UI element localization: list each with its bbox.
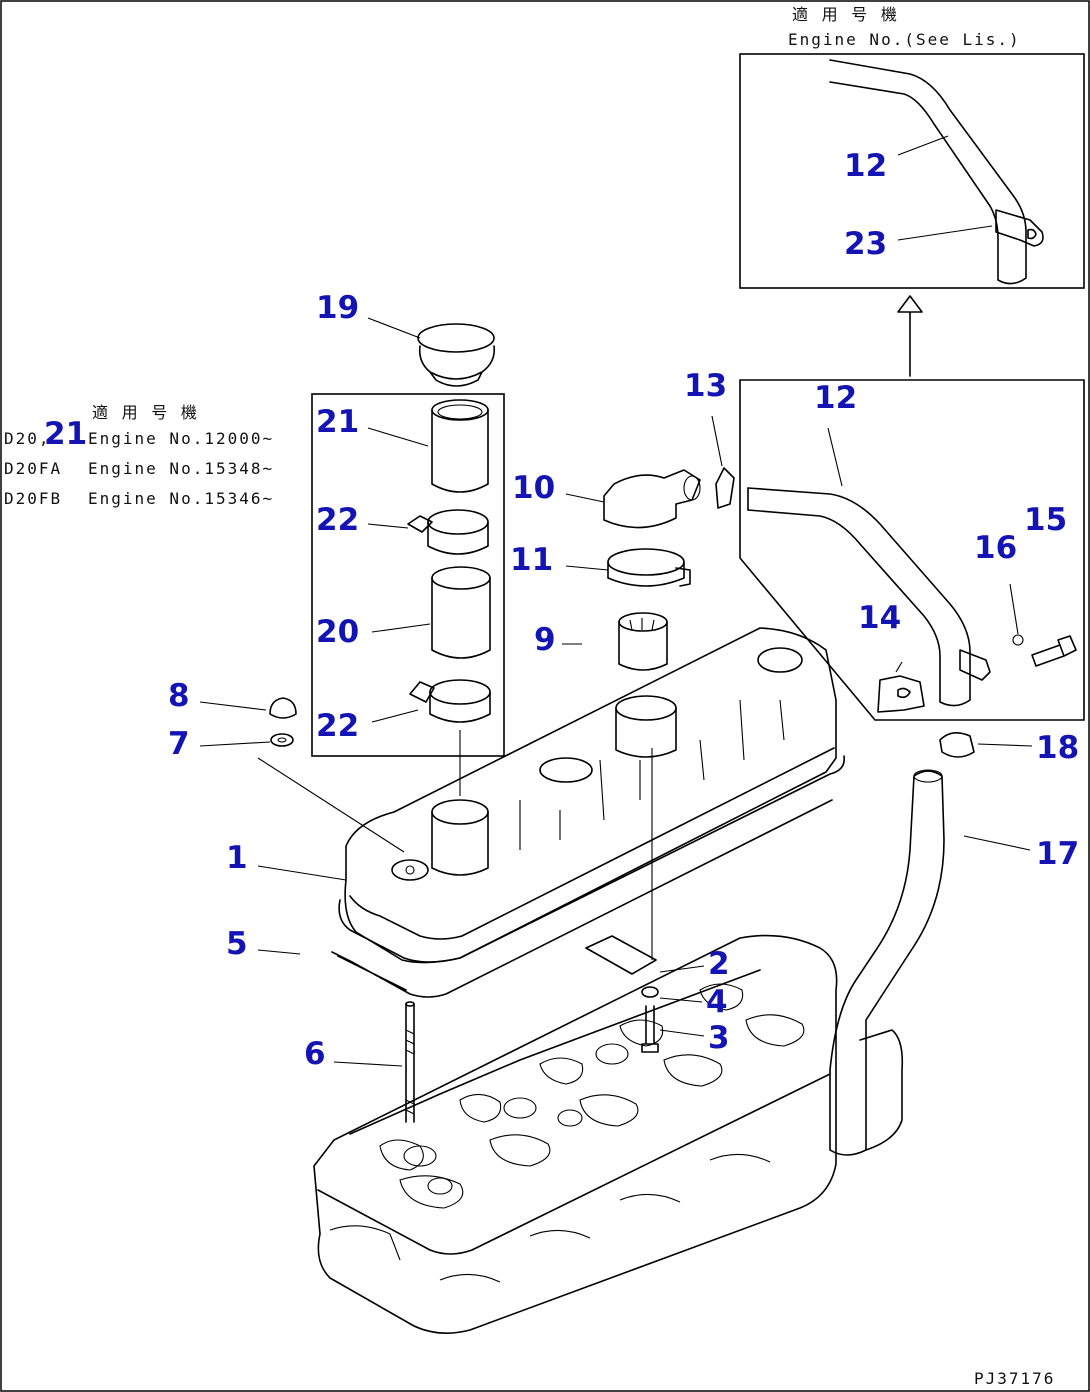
part-label-12-mid: 12 (814, 380, 857, 416)
breather-frame (739, 379, 1085, 721)
washer-7 (270, 733, 294, 747)
part-label-21-note: 21 (44, 416, 87, 452)
part-label-2: 2 (708, 946, 730, 982)
part-label-1: 1 (226, 840, 248, 876)
part-label-13: 13 (684, 368, 727, 404)
filler-cap-19 (367, 317, 496, 387)
part-label-23: 23 (844, 226, 887, 262)
filler-tube-20 (431, 577, 491, 659)
alt-breather-frame (739, 53, 1085, 289)
hose-clamp-11 (565, 548, 691, 587)
alt-breather-box: 適 用 号 機 Engine No.(See Lis.) (739, 5, 1085, 289)
left-line-3-engine: Engine No.15346~ (88, 489, 274, 508)
part-label-7: 7 (168, 726, 190, 762)
seal-washer-4 (641, 986, 659, 998)
part-label-11: 11 (510, 542, 553, 578)
alt-breather-clamp (995, 209, 1044, 247)
rocker-cover-1 (257, 627, 846, 964)
part-label-21-box: 21 (316, 404, 359, 440)
breather-tube-17 (829, 769, 1031, 1156)
left-header-jp: 適 用 号 機 (92, 403, 199, 422)
part-label-15: 15 (1024, 502, 1067, 538)
alt-breather-hose (829, 59, 1027, 285)
part-label-9: 9 (534, 622, 556, 658)
clamp-22-upper (427, 509, 489, 535)
nut-18 (939, 732, 975, 758)
breather-pipe-9 (562, 612, 668, 671)
part-label-20: 20 (316, 614, 359, 650)
part-label-5: 5 (226, 926, 248, 962)
breather-elbow-10 (565, 469, 701, 529)
arrow-to-alt (897, 295, 923, 377)
part-label-18: 18 (1036, 730, 1079, 766)
breather-hose (747, 487, 971, 707)
part-label-19: 19 (316, 290, 359, 326)
stud-bolt-6 (333, 1001, 415, 1123)
part-label-4: 4 (706, 984, 728, 1020)
top-box-header-jp: 適 用 号 機 (792, 5, 899, 24)
bracket-14 (877, 675, 925, 713)
left-line-2-engine: Engine No.15348~ (88, 459, 274, 478)
left-line-1-model: D20, (4, 429, 51, 448)
breather-clamp (959, 649, 991, 681)
drawing-code: PJ37176 (974, 1369, 1055, 1388)
left-line-3-model: D20FB (4, 489, 62, 508)
part-label-22-lower: 22 (316, 708, 359, 744)
oil-filler-box (311, 393, 505, 757)
applicable-engines-note: 適 用 号 機 D20, Engine No.12000~ D20FA Engi… (4, 403, 274, 508)
left-line-2-model: D20FA (4, 459, 62, 478)
part-label-17: 17 (1036, 836, 1079, 872)
top-box-header-en: Engine No.(See Lis.) (788, 30, 1021, 49)
part-label-16: 16 (974, 530, 1017, 566)
part-label-8: 8 (168, 678, 190, 714)
filler-tube-21 (431, 409, 489, 493)
bracket-2 (585, 935, 657, 975)
breather-box (739, 379, 1085, 721)
part-label-3: 3 (708, 1020, 730, 1056)
part-label-14: 14 (858, 600, 901, 636)
clamp-22-lower (429, 679, 491, 705)
part-label-12-top: 12 (844, 148, 887, 184)
cylinder-head (313, 934, 838, 1334)
left-line-1-engine: Engine No.12000~ (88, 429, 274, 448)
clip-13 (715, 467, 735, 509)
part-label-6: 6 (304, 1036, 326, 1072)
gasket-5 (331, 799, 833, 998)
part-label-10: 10 (512, 470, 555, 506)
bolt-15 (1031, 635, 1077, 667)
part-label-22-upper: 22 (316, 502, 359, 538)
cap-nut-8 (269, 697, 297, 719)
